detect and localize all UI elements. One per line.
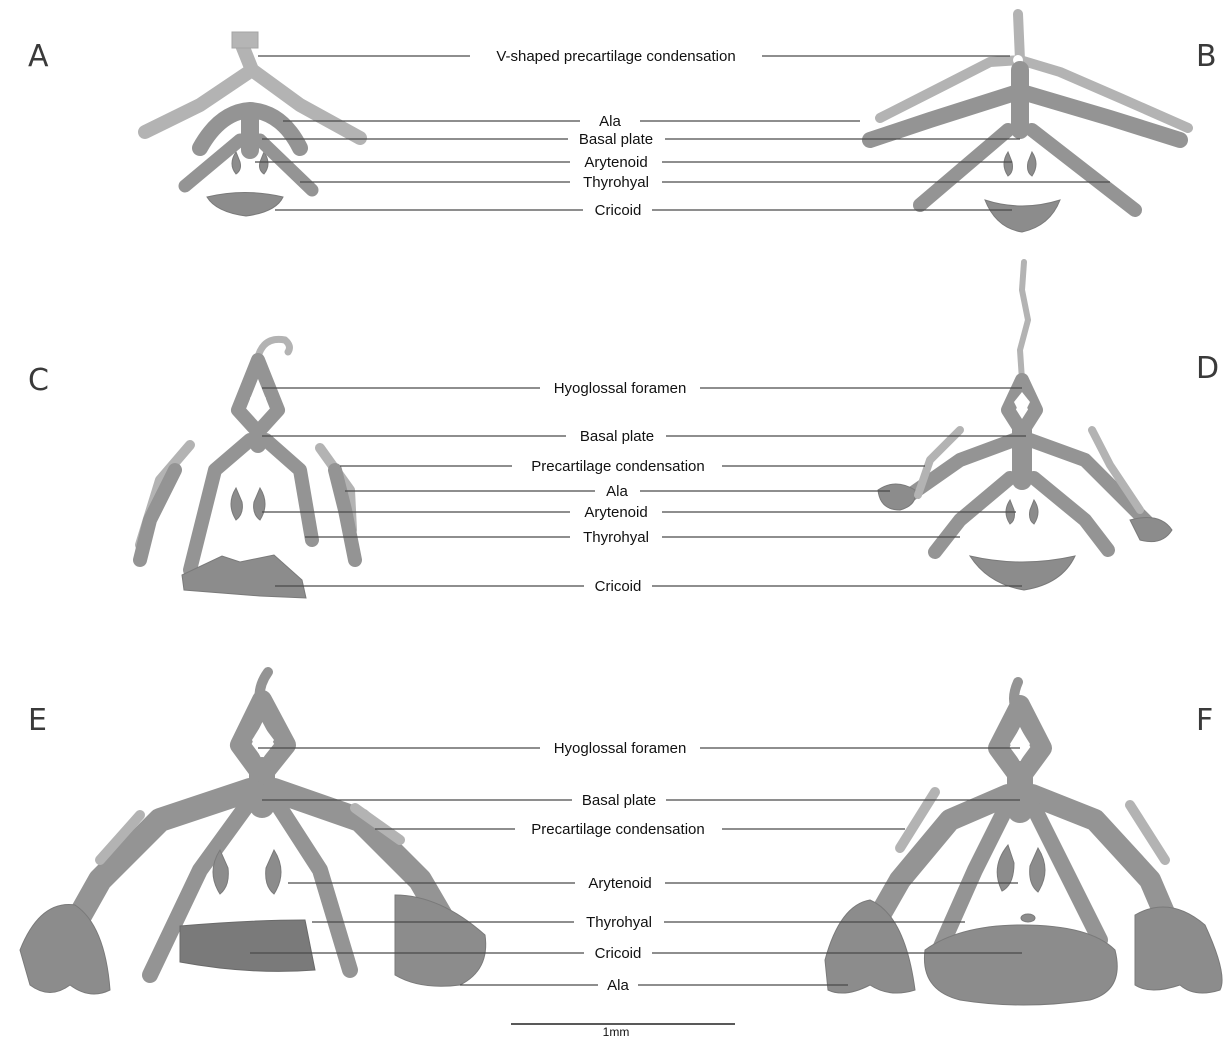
label-thyrohyal-row2: Thyrohyal: [583, 529, 649, 546]
arytenoid-f-right: [1030, 848, 1045, 892]
label-precartilage-row2: Precartilage condensation: [531, 458, 704, 475]
ala-c-right: [335, 470, 355, 560]
label-arytenoid-row2: Arytenoid: [584, 504, 647, 521]
label-ala-row1: Ala: [599, 113, 621, 130]
arytenoid-a-left: [232, 152, 241, 174]
label-basal-plate-row3: Basal plate: [582, 792, 656, 809]
cricoid-d: [970, 556, 1075, 590]
label-ala-row2: Ala: [606, 483, 628, 500]
scale-bar: 1mm: [511, 1024, 735, 1039]
thyrohyal-d-right: [1034, 478, 1108, 550]
specimen-a: [145, 32, 360, 216]
arytenoid-e-right: [266, 850, 281, 894]
ala-e-right-end: [395, 895, 486, 986]
small-nodule-f: [1021, 914, 1035, 922]
tip-d: [1020, 262, 1028, 380]
label-ala-row3: Ala: [607, 977, 629, 994]
arytenoid-f-left: [997, 845, 1014, 891]
ala-d-right-end: [1130, 518, 1172, 542]
label-hyoglossal-foramen-row3: Hyoglossal foramen: [554, 740, 687, 757]
ala-d-left-end: [878, 484, 915, 510]
cricoid-e: [180, 920, 315, 971]
ala-e-left-end: [20, 905, 110, 994]
cricoid-b: [985, 200, 1060, 232]
panel-letter-f: F: [1196, 703, 1213, 738]
arytenoid-b-right: [1028, 152, 1037, 176]
cricoid-a: [207, 193, 283, 217]
label-cricoid-row2: Cricoid: [595, 578, 642, 595]
v-precartilage-a-right: [252, 70, 360, 138]
label-arytenoid-row3: Arytenoid: [588, 875, 651, 892]
cricoid-f: [924, 925, 1117, 1005]
label-precartilage-row3: Precartilage condensation: [531, 821, 704, 838]
label-basal-plate-row1: Basal plate: [579, 131, 653, 148]
label-thyrohyal-row3: Thyrohyal: [586, 914, 652, 931]
arytenoid-c-left: [231, 488, 242, 520]
thyrohyal-c-right: [266, 440, 312, 540]
ala-f-right-end: [1135, 907, 1222, 993]
ala-f-left-end: [825, 900, 915, 993]
scale-bar-label: 1mm: [603, 1025, 630, 1039]
arytenoid-c-right: [254, 488, 265, 520]
panel-letter-a: A: [28, 39, 49, 74]
row1-annotations: V-shaped precartilage condensation Ala B…: [255, 48, 1110, 219]
label-arytenoid-row1: Arytenoid: [584, 154, 647, 171]
panel-letter-c: C: [28, 363, 49, 398]
label-v-shaped-precartilage: V-shaped precartilage condensation: [496, 48, 735, 65]
panel-letter-d: D: [1196, 351, 1219, 386]
arytenoid-b-left: [1004, 152, 1013, 176]
label-cricoid-row3: Cricoid: [595, 945, 642, 962]
label-cricoid-row1: Cricoid: [595, 202, 642, 219]
panel-letter-e: E: [28, 703, 47, 738]
panel-letter-b: B: [1196, 39, 1217, 74]
thyrohyal-b-right: [1032, 130, 1135, 210]
label-thyrohyal-row1: Thyrohyal: [583, 174, 649, 191]
label-basal-plate-row2: Basal plate: [580, 428, 654, 445]
specimen-d: [878, 262, 1172, 590]
v-precartilage-a-tip: [232, 32, 258, 48]
cricoid-c: [182, 555, 306, 598]
specimen-b: [870, 14, 1188, 232]
specimen-f: [825, 682, 1222, 1005]
specimen-c: [140, 339, 355, 598]
thyrohyal-d-left: [935, 478, 1010, 552]
arytenoid-d-right: [1030, 500, 1039, 524]
label-hyoglossal-foramen-row2: Hyoglossal foramen: [554, 380, 687, 397]
thyrohyal-b-left: [920, 130, 1008, 205]
specimen-e: [20, 672, 486, 994]
